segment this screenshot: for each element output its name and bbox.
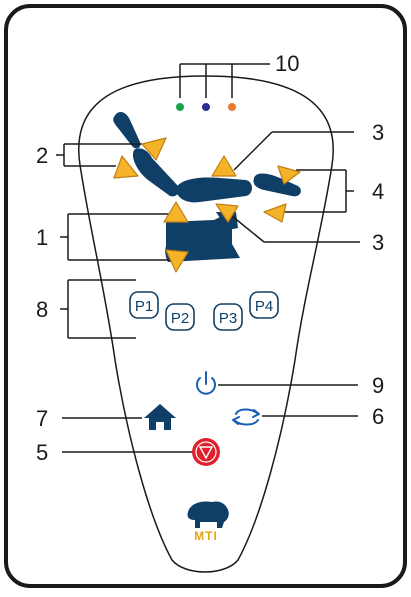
callout-4-bracket [276, 169, 354, 213]
led-callout-lines [179, 63, 270, 98]
callout-8-bracket [60, 279, 136, 339]
backrest-up-arrow-button[interactable] [141, 137, 167, 161]
callout-label-3-upper: 3 [372, 120, 384, 145]
stop-ring [195, 441, 217, 463]
callout-3a-leader [233, 131, 273, 171]
outer-frame [4, 4, 407, 588]
bear-logo-icon [187, 501, 229, 528]
callout-label-5: 5 [36, 440, 48, 465]
chair-headrest [113, 111, 141, 149]
preset-p4-frame [249, 291, 279, 319]
callout-label-1: 1 [36, 225, 48, 250]
legrest-up-arrow-button[interactable] [277, 165, 301, 185]
callout-2-bracket [56, 143, 142, 167]
preset-button-p4[interactable]: P4 [249, 291, 279, 319]
chair-legrest [253, 173, 301, 197]
preset-button-p3[interactable]: P3 [213, 303, 243, 331]
preset-p3-label: P3 [219, 310, 237, 327]
preset-p2-frame [165, 303, 195, 331]
led-orange-indicator [228, 103, 236, 111]
chair-up-arrow-button[interactable] [163, 201, 189, 223]
callout-1-bracket [60, 213, 172, 261]
home-icon [144, 404, 176, 430]
callout-label-10: 10 [275, 51, 299, 76]
led-blue-indicator [202, 103, 210, 111]
chair-seat [176, 177, 252, 203]
callout-label-4: 4 [372, 179, 384, 204]
chair-base [165, 214, 240, 262]
preset-p3-frame [213, 303, 243, 331]
stop-triangle [198, 446, 214, 460]
callout-label-7: 7 [36, 406, 48, 431]
brand-logo-text: MTI [194, 529, 218, 543]
callout-3b-leader [231, 215, 265, 243]
emergency-stop-button[interactable] [192, 438, 220, 466]
power-button[interactable] [196, 371, 216, 395]
cycle-button[interactable] [232, 408, 260, 426]
chair-down-arrow-button[interactable] [165, 249, 189, 273]
preset-p2-label: P2 [171, 310, 189, 327]
callout-label-3-lower: 3 [372, 230, 384, 255]
remote-outline [78, 75, 334, 573]
brand-logo: MTI [187, 501, 229, 543]
led-green-indicator [176, 103, 184, 111]
callout-label-6: 6 [372, 404, 384, 429]
preset-p1-label: P1 [135, 298, 153, 315]
preset-p4-label: P4 [255, 298, 273, 315]
callout-label-9: 9 [372, 373, 384, 398]
preset-button-p1[interactable]: P1 [129, 291, 159, 319]
backrest-down-arrow-button[interactable] [113, 155, 139, 179]
home-button[interactable] [144, 404, 176, 430]
seat-tilt-down-arrow-button[interactable] [215, 203, 239, 223]
callout-label-2: 2 [36, 143, 48, 168]
seat-tilt-up-arrow-button[interactable] [211, 155, 237, 177]
chair-backrest [132, 148, 180, 197]
preset-p1-frame [129, 291, 159, 319]
preset-button-p2[interactable]: P2 [165, 303, 195, 331]
cycle-arrows-icon [232, 408, 260, 426]
callout-label-8: 8 [36, 297, 48, 322]
power-icon [196, 371, 216, 395]
chair-icon [113, 111, 301, 262]
legrest-down-arrow-button[interactable] [263, 203, 287, 223]
